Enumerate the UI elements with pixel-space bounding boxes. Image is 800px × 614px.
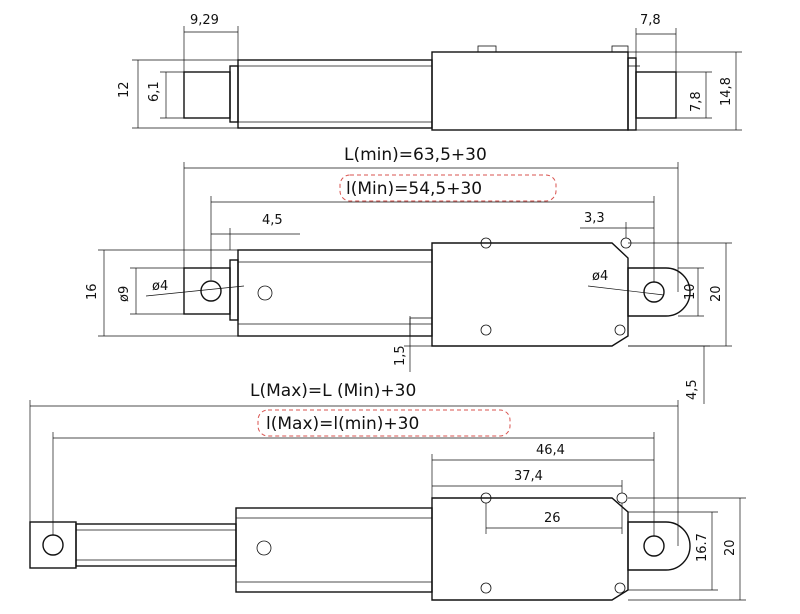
mid-rear-eye [627,267,691,317]
bot-rod-hole [42,534,64,556]
dim-26: 26 [544,511,561,526]
mid-rear-hole [643,281,665,303]
bot-tube [235,507,433,593]
dim-12: 12 [117,81,132,98]
top-rod-end [183,71,231,119]
mid-rod-collar [229,259,239,321]
bot-tube-screw [256,540,272,556]
lmin-callout-box [339,174,557,202]
dim-9-29: 9,29 [190,13,219,28]
mid-rod-hole [200,280,222,302]
dim-lmax-small: l(Max)=l(min)+30 [266,414,419,434]
top-view: 9,29 12 6,1 7,8 7,8 14,8 [117,13,742,131]
top-rear-tab [635,71,677,119]
dim-lmax: L(Max)=L (Min)+30 [250,381,416,401]
mid-tube [237,249,433,337]
dim-lmin: L(min)=63,5+30 [344,145,487,165]
dim-46-4: 46,4 [536,443,565,458]
dim-4-5-right: 4,5 [685,379,700,400]
dim-lmin-small: l(Min)=54,5+30 [346,179,482,199]
dim-10: 10 [683,283,698,300]
top-tube [237,59,433,129]
dim-phi4-right: ø4 [592,269,608,284]
bot-rear-hole [643,535,665,557]
bot-rear-eye [627,521,691,571]
dim-16-7: 16.7 [695,533,710,562]
dim-4-5: 4,5 [262,213,283,228]
dim-3-3: 3,3 [584,211,605,226]
dim-7-8-width: 7,8 [640,13,661,28]
lmax-callout-box [257,409,511,437]
mid-motor-body [431,242,629,347]
top-motor-body [431,51,629,131]
bot-motor-body [431,497,629,601]
dim-phi4-left: ø4 [152,279,168,294]
dim-6-1: 6,1 [147,81,162,102]
mid-tube-screw [257,285,273,301]
dim-16: 16 [85,283,100,300]
bottom-view: L(Max)=L (Min)+30 l(Max)=l(min)+30 46,4 … [29,381,746,601]
dim-20-bottom: 20 [723,539,738,556]
dim-37-4: 37,4 [514,469,543,484]
mid-rod-eye [183,267,231,315]
dim-14-8: 14,8 [719,77,734,106]
middle-view: L(min)=63,5+30 l(Min)=54,5+30 4,5 3,3 16… [85,145,732,404]
dim-20: 20 [709,285,724,302]
top-rod-collar [229,65,239,123]
dim-7-8-height: 7,8 [689,91,704,112]
dim-phi9: ø9 [117,286,132,302]
top-rear-mount [627,57,637,131]
dim-1-5: 1,5 [393,345,408,366]
